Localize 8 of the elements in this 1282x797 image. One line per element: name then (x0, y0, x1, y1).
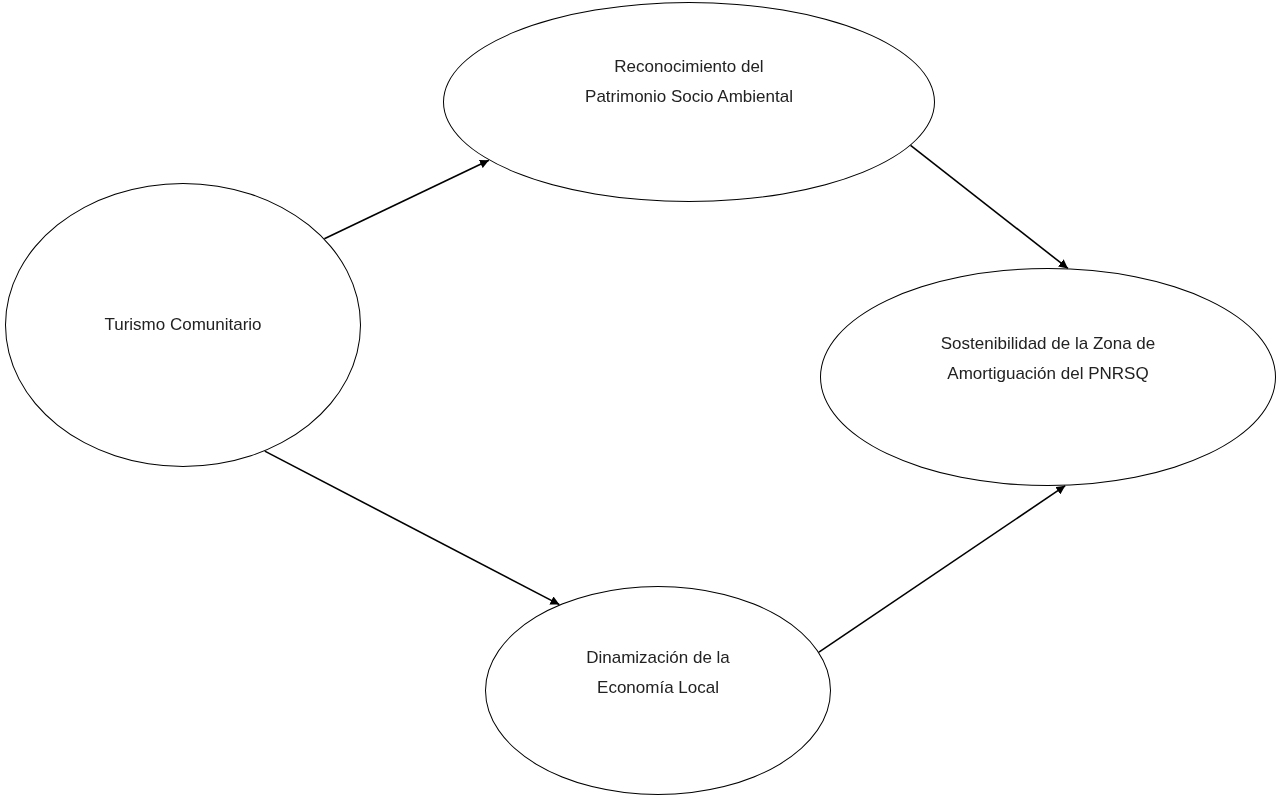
node-text: Sostenibilidad de la Zona de Amortiguación del PNRSQ (939, 333, 1157, 385)
node-text: Dinamización de la Economía Local (585, 646, 731, 699)
arrow (264, 450, 561, 606)
arrow (818, 484, 1067, 653)
arrow (909, 144, 1069, 270)
node-text: Turismo Comunitario (104, 314, 262, 336)
node-text: Reconocimiento del Patrimonio Socio Ambiental (584, 56, 794, 108)
arrow (323, 159, 490, 240)
